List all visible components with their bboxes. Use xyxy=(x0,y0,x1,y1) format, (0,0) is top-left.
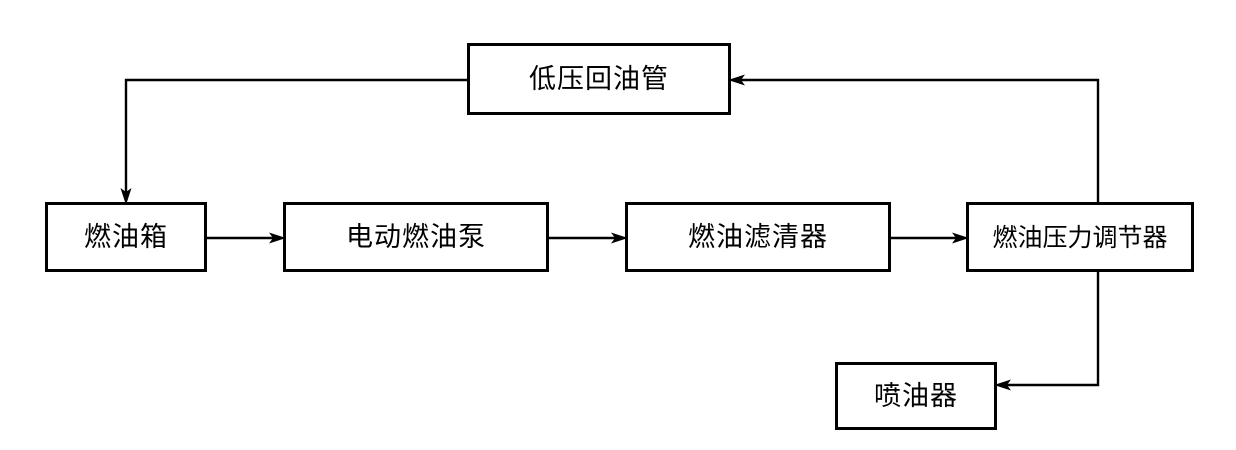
node-label: 低压回油管 xyxy=(529,63,669,95)
edge-return-pipe-to-fuel-tank xyxy=(120,78,467,205)
node-label: 燃油滤清器 xyxy=(688,221,828,253)
node-fuel-pressure-regulator[interactable]: 燃油压力调节器 xyxy=(966,202,1194,272)
node-fuel-filter[interactable]: 燃油滤清器 xyxy=(625,202,891,272)
node-electric-fuel-pump[interactable]: 电动燃油泵 xyxy=(283,202,549,272)
node-fuel-injector[interactable]: 喷油器 xyxy=(835,362,997,430)
edge-fuel-filter-to-pressure-regulator xyxy=(891,232,969,244)
node-label: 电动燃油泵 xyxy=(346,221,486,253)
node-label: 喷油器 xyxy=(874,380,958,412)
node-label: 燃油压力调节器 xyxy=(992,222,1168,252)
edge-pressure-regulator-to-injector xyxy=(994,272,1100,391)
node-label: 燃油箱 xyxy=(84,221,168,253)
node-fuel-tank[interactable]: 燃油箱 xyxy=(45,202,207,272)
node-low-pressure-return-pipe[interactable]: 低压回油管 xyxy=(467,43,731,115)
edge-fuel-pump-to-fuel-filter xyxy=(549,232,628,244)
edge-fuel-tank-to-fuel-pump xyxy=(207,232,286,244)
